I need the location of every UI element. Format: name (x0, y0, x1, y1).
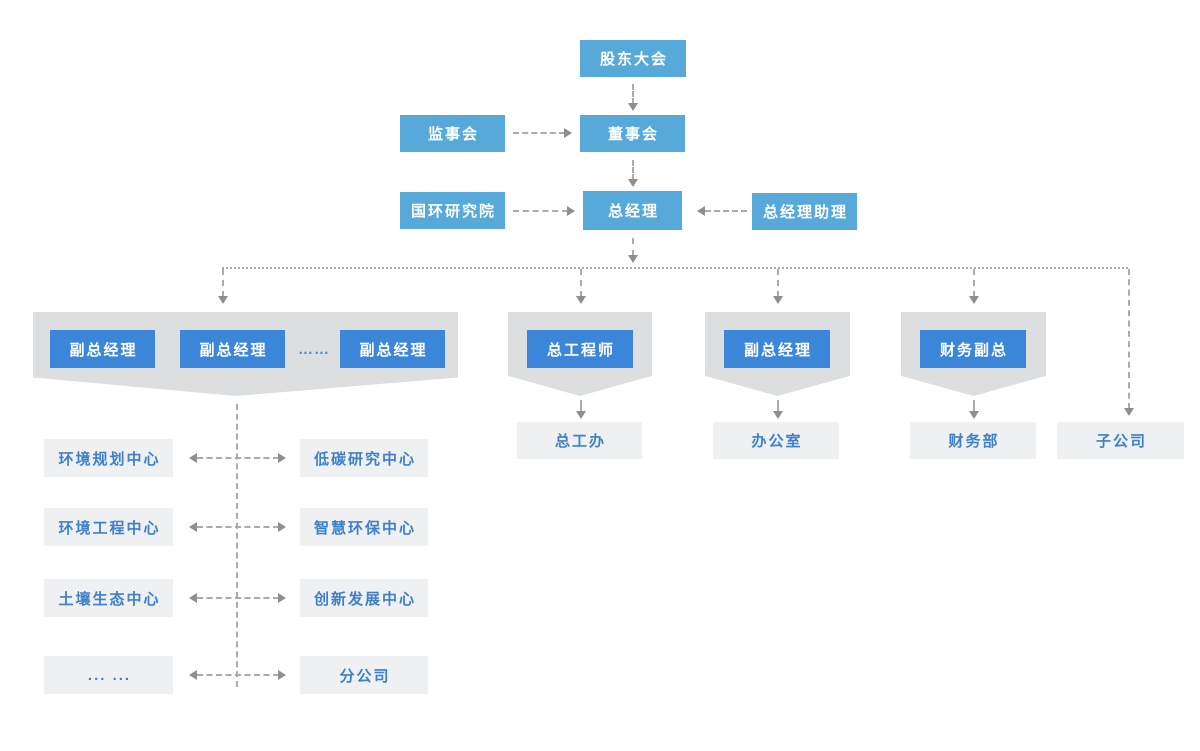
node-chief-engineer: 总工程师 (527, 330, 633, 368)
node-env-engineering-center: 环境工程中心 (44, 508, 173, 546)
drop-finance-deputy (973, 269, 975, 297)
arrow-right-icon (278, 453, 286, 463)
arrow-down-icon (773, 411, 783, 419)
drop-chief-engineer (580, 269, 582, 297)
node-env-planning-center: 环境规划中心 (44, 439, 173, 477)
node-branch-company: 分公司 (300, 656, 428, 694)
node-board-of-directors: 董事会 (580, 115, 685, 152)
distribution-line (222, 267, 1128, 269)
arrow-down-icon (969, 411, 979, 419)
arrow-right-icon (564, 128, 572, 138)
node-deputy-gm-3: 副总经理 (340, 330, 445, 368)
arrow-left-icon (189, 593, 197, 603)
arrow-left-icon (189, 522, 197, 532)
node-deputy-gm-2: 副总经理 (180, 330, 285, 368)
arrow-down-icon (628, 255, 638, 263)
connector-research-gm (513, 210, 568, 212)
node-deputy-gm-4: 副总经理 (724, 330, 830, 368)
node-chief-engineer-office: 总工办 (517, 422, 642, 459)
node-low-carbon-center: 低碳研究中心 (300, 439, 428, 477)
node-general-manager: 总经理 (583, 191, 682, 230)
node-supervisory-board: 监事会 (400, 115, 505, 152)
node-research-institute: 国环研究院 (400, 192, 505, 229)
node-finance-dept: 财务部 (910, 422, 1036, 459)
node-smart-envprotect-center: 智慧环保中心 (300, 508, 428, 546)
arrow-down-icon (628, 179, 638, 187)
node-finance-deputy: 财务副总 (920, 330, 1026, 368)
connector-assistant-gm (705, 210, 747, 212)
connector-supervisors-board (513, 132, 565, 134)
row-connector-1 (197, 457, 279, 459)
node-soil-ecology-center: 土壤生态中心 (44, 579, 173, 617)
node-innovation-center: 创新发展中心 (300, 579, 428, 617)
arrow-right-icon (567, 206, 575, 216)
arrow-down-icon (628, 103, 638, 111)
node-admin-office: 办公室 (713, 422, 839, 459)
arrow-left-icon (189, 670, 197, 680)
arrow-down-icon (969, 296, 979, 304)
arrow-left-icon (697, 206, 705, 216)
arrow-right-icon (278, 670, 286, 680)
arrow-down-icon (773, 296, 783, 304)
row-connector-4 (197, 674, 279, 676)
arrow-right-icon (278, 522, 286, 532)
node-more-departments: ... ... (44, 656, 173, 694)
arrow-down-icon (576, 411, 586, 419)
drop-subsidiary (1128, 269, 1130, 409)
arrow-right-icon (278, 593, 286, 603)
drop-deputy-group (222, 269, 224, 297)
node-subsidiary: 子公司 (1057, 422, 1184, 459)
arrow-down-icon (576, 296, 586, 304)
node-deputy-gm-1: 副总经理 (50, 330, 155, 368)
connector-gm-distribution (632, 238, 634, 256)
connector-board-gm (632, 160, 634, 180)
deputy-group-spine (236, 404, 238, 687)
row-connector-3 (197, 597, 279, 599)
drop-deputy-office (777, 269, 779, 297)
connector-chief-engineer-office (580, 400, 582, 412)
arrow-down-icon (1124, 408, 1134, 416)
row-connector-2 (197, 526, 279, 528)
arrow-down-icon (218, 296, 228, 304)
deputy-gm-ellipsis: …… (298, 340, 330, 358)
arrow-left-icon (189, 453, 197, 463)
connector-finance-dept (973, 400, 975, 412)
node-shareholders-meeting: 股东大会 (580, 40, 686, 77)
node-gm-assistant: 总经理助理 (752, 193, 857, 230)
connector-shareholders-board (632, 84, 634, 104)
connector-admin-office (777, 400, 779, 412)
